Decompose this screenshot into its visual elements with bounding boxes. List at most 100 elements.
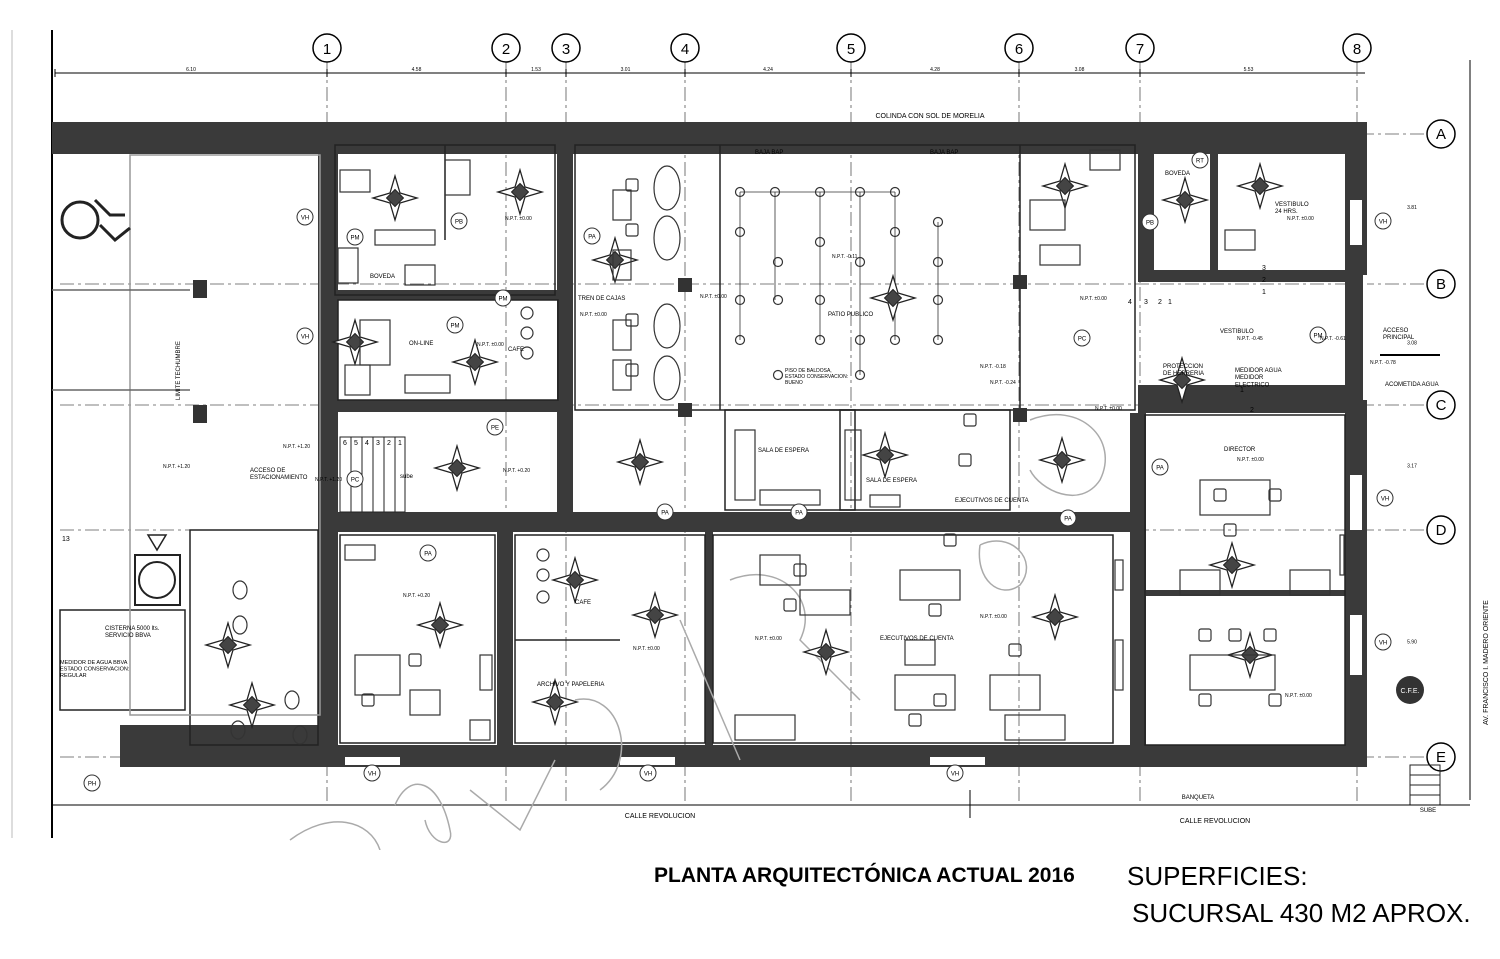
door-tag-label: VH <box>951 772 959 778</box>
boveda-right-label: BOVEDA <box>1165 171 1190 177</box>
grid-row-label: D <box>1436 522 1447 539</box>
dimension-label: 4.24 <box>763 67 773 73</box>
grid-column-bubble <box>1125 33 1155 63</box>
furniture-block <box>354 654 401 696</box>
cardinal-symbol-core <box>605 250 625 270</box>
sala-espera-2-label: SALA DE ESPERA <box>866 478 917 484</box>
chair <box>408 653 422 667</box>
dimension-label: 3.01 <box>621 67 631 73</box>
level-label: N.P.T. ±0.00 <box>980 614 1007 620</box>
grid-row-bubble <box>1426 269 1456 299</box>
stair-number: 3 <box>376 440 380 447</box>
partitions <box>52 144 1346 746</box>
limite-label: LIMITE TECHUMBRE <box>176 341 182 400</box>
door-tag-label: PC <box>351 478 360 484</box>
furniture-block <box>844 429 862 501</box>
level-label: N.P.T. +1.20 <box>283 444 310 450</box>
stair-number: 5 <box>354 440 358 447</box>
baja-bap-2-label: BAJA BAP <box>930 150 958 156</box>
furniture-block <box>989 674 1041 711</box>
grid-row-label: A <box>1436 126 1446 143</box>
toilet <box>232 615 248 635</box>
stool <box>536 548 550 562</box>
stair-number: 1 <box>1262 289 1266 296</box>
chair <box>625 178 639 192</box>
door-tag <box>639 764 657 782</box>
level-label: N.P.T. -0.11 <box>832 254 858 260</box>
banqueta-label: BANQUETA <box>1182 795 1215 801</box>
baja-bap-1-label: BAJA BAP <box>755 150 783 156</box>
door-tag <box>346 228 364 246</box>
patio-lights <box>734 186 944 381</box>
cisterna-label: CISTERNA 5000 lts.SERVICIO BBVA <box>105 626 160 639</box>
level-label: N.P.T. ±0.00 <box>477 342 504 348</box>
stair-number: 3 <box>1144 299 1148 306</box>
chair <box>1198 628 1212 642</box>
chair <box>361 693 375 707</box>
furniture-block <box>1114 639 1124 691</box>
grid-row-bubble <box>1426 390 1456 420</box>
on-line-label: ON-LINE <box>409 341 433 347</box>
calle-left-label: CALLE REVOLUCION <box>625 813 695 820</box>
door-tag-label: VH <box>1379 641 1387 647</box>
door-tag <box>1374 212 1392 230</box>
sala-espera-1-label: SALA DE ESPERA <box>758 448 809 454</box>
toilet <box>232 580 248 600</box>
chair <box>908 713 922 727</box>
stair-number: 6 <box>343 440 347 447</box>
grid-column-label: 6 <box>1015 41 1023 58</box>
door-tag-label: PM <box>451 324 460 330</box>
teller-station <box>653 355 681 401</box>
level-label: N.P.T. ±0.00 <box>1080 296 1107 302</box>
furniture-block <box>479 654 493 691</box>
level-label: N.P.T. -0.78 <box>1370 360 1396 366</box>
watermark <box>289 414 1106 850</box>
stair-number: 1 <box>1168 299 1172 306</box>
grid-row-label: B <box>1436 276 1446 293</box>
cardinal-symbol-core <box>883 288 903 308</box>
furniture-block <box>734 429 756 501</box>
door-tag-label: VH <box>301 216 309 222</box>
toilet <box>284 690 300 710</box>
grid-column-label: 1 <box>323 41 331 58</box>
furniture-block <box>1339 534 1345 576</box>
cardinal-symbol-core <box>345 332 365 352</box>
cardinal-symbol-core <box>545 692 565 712</box>
grid-column-label: 4 <box>681 41 689 58</box>
door-tag <box>296 327 314 345</box>
door-tag-label: PH <box>88 782 96 788</box>
chair <box>1223 523 1237 537</box>
furniture-block <box>734 714 796 741</box>
door-tag <box>450 212 468 230</box>
level-label: N.P.T. +1.20 <box>163 464 190 470</box>
toilet <box>292 725 308 745</box>
superficies-heading: SUPERFICIES: <box>1127 861 1308 891</box>
door-tag <box>1374 633 1392 651</box>
num-13-label: 13 <box>62 536 70 543</box>
furniture-block <box>759 489 821 506</box>
dimension-label: 4.28 <box>930 67 940 73</box>
furniture-block <box>759 554 801 586</box>
dimension-label: 6.10 <box>186 67 196 73</box>
grid-row-label: C <box>1436 397 1447 414</box>
chair <box>1228 628 1242 642</box>
door-tag-label: PB <box>1146 221 1154 227</box>
furniture-block <box>404 264 436 286</box>
grid-column-bubble <box>1004 33 1034 63</box>
grid-column-bubble <box>312 33 342 63</box>
furniture-block <box>469 719 491 741</box>
cardinal-symbol-core <box>1250 176 1270 196</box>
furniture-block <box>799 589 851 616</box>
furniture-block <box>444 159 471 196</box>
cardinal-symbol-core <box>385 188 405 208</box>
chair <box>943 533 957 547</box>
furniture-block <box>344 544 376 561</box>
